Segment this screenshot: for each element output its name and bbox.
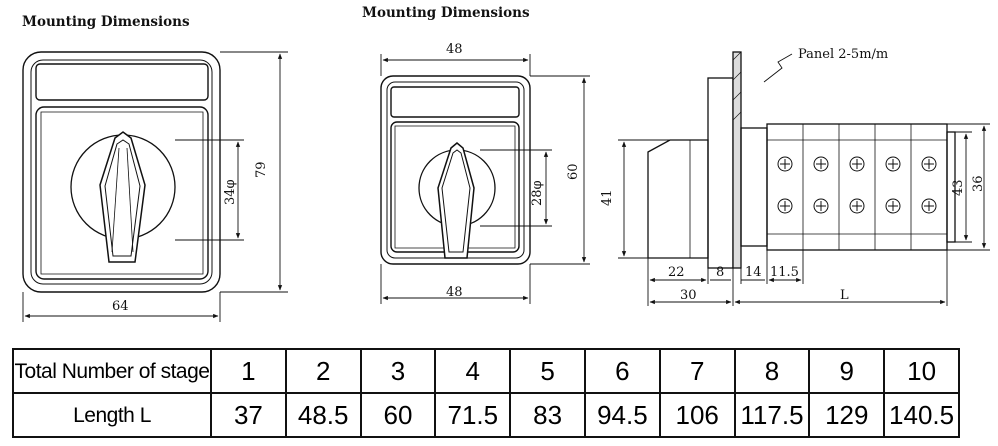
dim-64: 64 (112, 299, 129, 314)
stage-cell: 2 (284, 348, 362, 394)
front-view-small (380, 75, 531, 265)
stage-cell: 1 (210, 348, 287, 394)
front-view-small-dims (380, 54, 590, 304)
dim-8: 8 (716, 265, 724, 280)
dim-48-top: 48 (446, 42, 463, 57)
stage-cell: 7 (658, 348, 736, 394)
dim-28: 28φ (530, 180, 545, 206)
length-cell: 83 (509, 392, 586, 438)
stage-cell: 8 (733, 348, 811, 394)
length-cell: 37 (210, 392, 287, 438)
dim-14: 14 (745, 265, 762, 280)
dim-11-5: 11.5 (770, 265, 799, 280)
table-row: Length L 37 48.5 60 71.5 83 94.5 106 117… (12, 392, 960, 438)
dim-79: 79 (254, 161, 269, 178)
length-cell: 106 (658, 392, 736, 438)
title-middle: Mounting Dimensions (362, 5, 530, 21)
dim-L: L (840, 288, 849, 303)
dim-34: 34φ (223, 179, 238, 205)
length-cell: 129 (808, 392, 886, 438)
front-view-large (22, 51, 221, 293)
stage-cell: 5 (509, 348, 586, 394)
stage-cell: 3 (359, 348, 437, 394)
length-cell: 140.5 (883, 392, 960, 438)
length-cell: 117.5 (733, 392, 811, 438)
length-cell: 48.5 (284, 392, 362, 438)
length-cell: 71.5 (434, 392, 512, 438)
dim-43: 43 (951, 179, 966, 196)
dim-22: 22 (668, 265, 685, 280)
side-view (647, 51, 956, 269)
dim-48-bottom: 48 (446, 285, 463, 300)
stage-cell: 6 (583, 348, 661, 394)
dim-36: 36 (971, 175, 986, 192)
stage-cell: 9 (808, 348, 886, 394)
table-row: Total Number of stage 1 2 3 4 5 6 7 8 9 … (12, 348, 960, 394)
dim-30: 30 (680, 288, 697, 303)
stage-cell: 10 (883, 348, 960, 394)
table-row-label: Length L (12, 392, 212, 438)
title-left: Mounting Dimensions (22, 14, 190, 30)
dim-60: 60 (566, 163, 581, 180)
terminal-screws (777, 156, 937, 214)
dim-41: 41 (600, 189, 615, 206)
length-cell: 94.5 (583, 392, 661, 438)
mounting-drawing: Mounting Dimensions Mounting Dimensions … (22, 5, 990, 322)
panel-label: Panel 2-5m/m (798, 47, 888, 62)
front-view-large-dims (22, 51, 288, 322)
stage-cell: 4 (434, 348, 512, 394)
stage-length-table: Total Number of stage 1 2 3 4 5 6 7 8 9 … (12, 348, 960, 438)
length-cell: 60 (359, 392, 437, 438)
table-header-label: Total Number of stage (12, 348, 212, 394)
side-view-dims (618, 53, 990, 306)
